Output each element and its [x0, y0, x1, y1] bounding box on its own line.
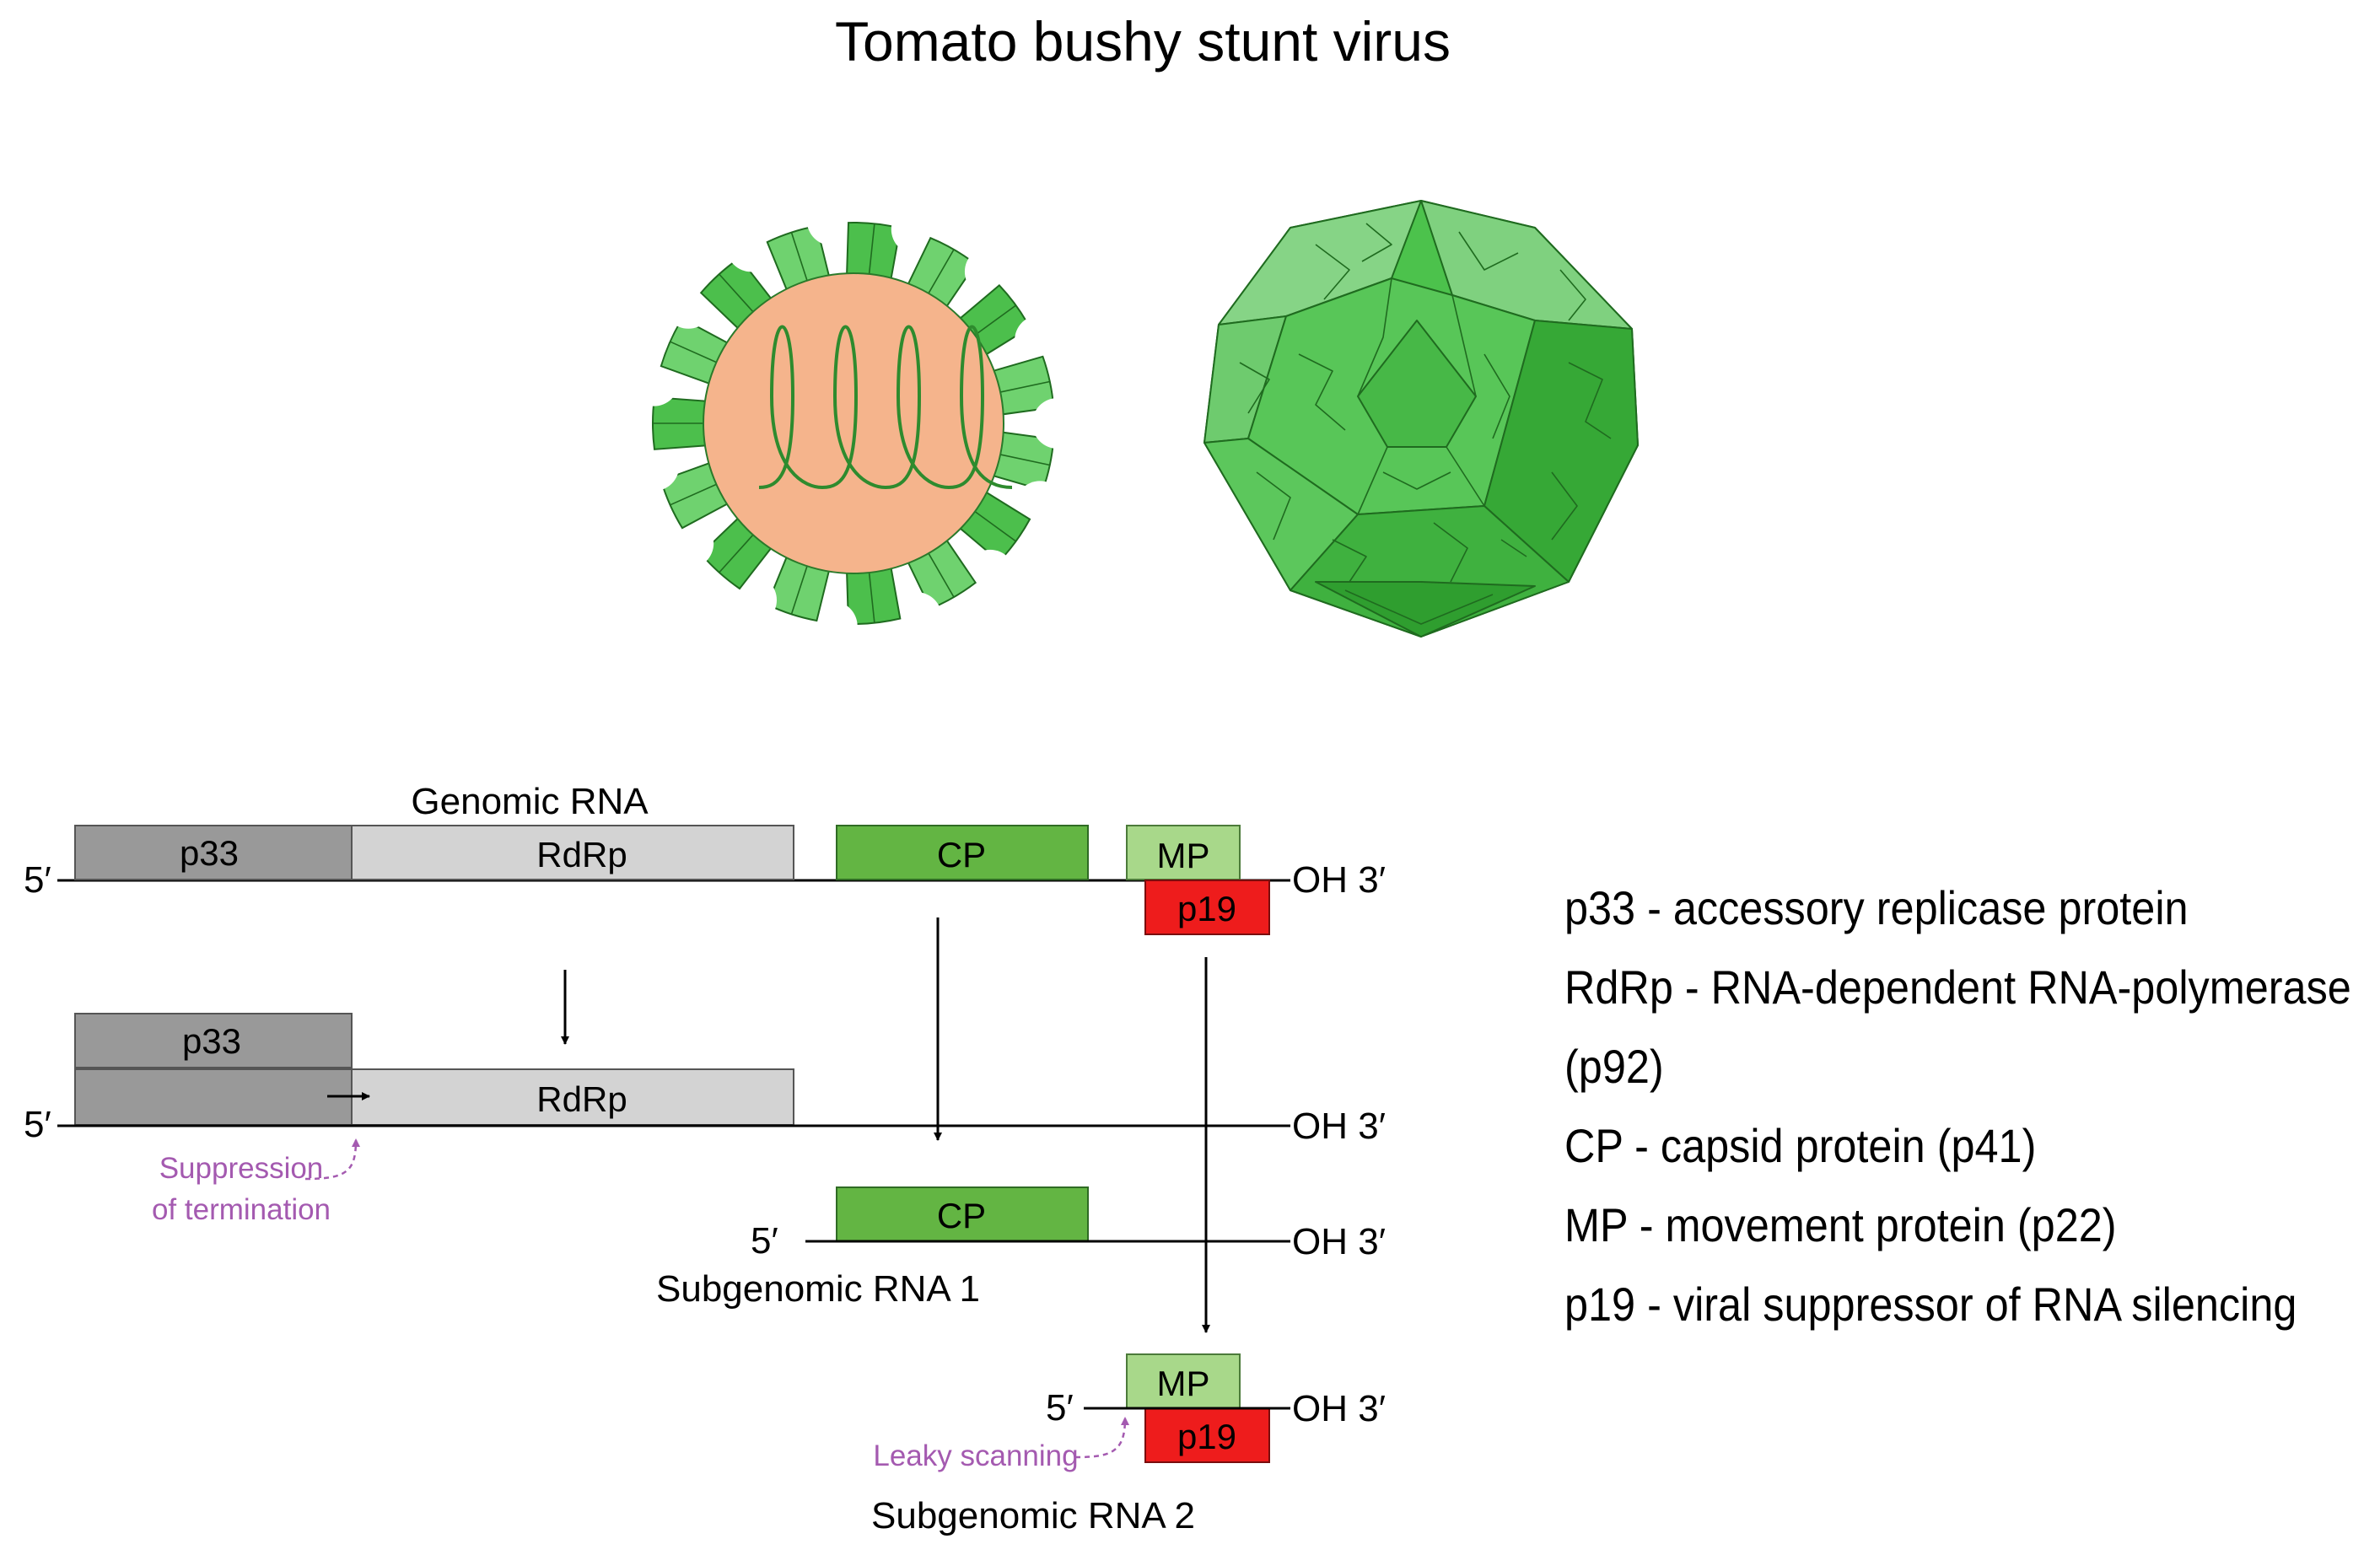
gene-cp — [836, 825, 1089, 880]
legend-item-p33: p33 - accessory replicase protein — [1564, 881, 2189, 934]
capsid-notch — [964, 246, 1015, 298]
legend: p33 - accessory replicase protein RdRp -… — [1564, 869, 2351, 1344]
capsid-subunit-facet — [790, 562, 809, 615]
legend-item-rdrp-size: (p92) — [1564, 1040, 1664, 1093]
figure-title: Tomato bushy stunt virus — [835, 10, 1451, 73]
sg2-mp — [1126, 1353, 1241, 1409]
readthrough-p33-label: p33 — [182, 1021, 241, 1061]
capsid-notch — [726, 221, 777, 272]
sg2-mp-label: MP — [1157, 1364, 1210, 1403]
sg2-p19-label: p19 — [1177, 1417, 1236, 1456]
gene-rdrp — [351, 825, 794, 880]
readthrough-row: p33 RdRp 5′ OH 3′ Suppression of termina… — [24, 1013, 1386, 1226]
genomic-three-prime: OH 3′ — [1292, 859, 1386, 901]
gene-p33-label: p33 — [180, 833, 239, 873]
capsid-subunit-facet — [790, 232, 809, 284]
icosahedral-capsid-icon — [1203, 200, 1639, 638]
capsid-notch — [1032, 398, 1083, 449]
capsid-notch — [964, 549, 1015, 600]
sg2-five-prime: 5′ — [1046, 1387, 1074, 1429]
readthrough-p33-extension — [74, 1068, 353, 1126]
leaky-scanning-label: Leaky scanning — [873, 1439, 1078, 1472]
capsid-notch — [891, 592, 942, 643]
capsid-notch — [663, 518, 714, 569]
legend-item-cp: CP - capsid protein (p41) — [1564, 1119, 2037, 1172]
sg2-p19 — [1144, 1407, 1270, 1463]
capsid-subunit-facet — [972, 508, 1017, 542]
sg1-five-prime: 5′ — [751, 1220, 778, 1262]
gene-mp-label: MP — [1157, 836, 1210, 875]
readthrough-rdrp-label: RdRp — [536, 1079, 627, 1119]
legend-item-p19: p19 - viral suppressor of RNA silencing — [1564, 1278, 2297, 1331]
gene-p19-label: p19 — [1177, 889, 1236, 928]
legend-item-rdrp: RdRp - RNA-dependent RNA-polymerase — [1564, 960, 2351, 1014]
capsid-notch — [663, 277, 714, 329]
suppression-label-line1: Suppression — [159, 1152, 324, 1185]
legend-item-mp: MP - movement protein (p22) — [1564, 1198, 2117, 1251]
subgenomic-rna-2-row: MP p19 5′ OH 3′ Leaky scanning Subgenomi… — [871, 1353, 1386, 1536]
sg1-three-prime: OH 3′ — [1292, 1221, 1386, 1262]
rna-coil-icon — [758, 325, 1013, 490]
gene-rdrp-label: RdRp — [536, 835, 627, 874]
genomic-five-prime: 5′ — [24, 859, 51, 901]
readthrough-rdrp — [351, 1068, 794, 1126]
capsid-subunit-facet — [972, 304, 1017, 338]
virion-cross-section — [628, 195, 1083, 652]
capsid-notch — [628, 440, 680, 492]
capsid-notch — [806, 195, 858, 246]
suppression-arrow-icon — [304, 1138, 360, 1181]
capsid-subunit-facet — [719, 531, 757, 573]
sg2-three-prime: OH 3′ — [1292, 1388, 1386, 1429]
capsid-subunit-facet — [868, 568, 875, 623]
capsid-subunit-facet — [997, 453, 1050, 466]
capsid-subunit-facet — [719, 273, 757, 315]
capsid-subunit-facet — [926, 550, 955, 598]
genomic-rna-label: Genomic RNA — [411, 781, 649, 822]
gene-cp-label: CP — [937, 835, 986, 874]
capsid-subunit-facet — [670, 341, 720, 364]
readthrough-three-prime: OH 3′ — [1292, 1106, 1386, 1147]
sg1-cp-label: CP — [937, 1196, 986, 1235]
capsid-notch — [1015, 315, 1066, 366]
sg1-label: Subgenomic RNA 1 — [656, 1268, 980, 1310]
subgenomic-rna-1-row: CP 5′ OH 3′ Subgenomic RNA 1 — [656, 1186, 1386, 1310]
sg1-cp — [836, 1186, 1089, 1242]
sg2-label: Subgenomic RNA 2 — [871, 1495, 1195, 1536]
gene-p19 — [1144, 880, 1270, 935]
capsid-subunit-facet — [868, 223, 875, 278]
capsid-notch — [806, 600, 858, 652]
capsid-subunit-facet — [997, 380, 1050, 394]
capsid-subunit-facet — [670, 482, 720, 506]
gene-mp — [1126, 825, 1241, 880]
genomic-rna-row: Genomic RNA 5′ OH 3′ p33 RdRp CP MP p19 — [24, 781, 1386, 935]
readthrough-five-prime: 5′ — [24, 1104, 51, 1145]
capsid-subunit-facet — [926, 249, 955, 297]
readthrough-p33 — [74, 1013, 353, 1068]
flow-arrows — [561, 917, 1210, 1333]
leaky-scanning-arrow-icon — [1074, 1417, 1129, 1459]
suppression-label-line2: of termination — [152, 1193, 331, 1226]
virion-core — [703, 272, 1004, 574]
gene-p33 — [74, 825, 353, 880]
